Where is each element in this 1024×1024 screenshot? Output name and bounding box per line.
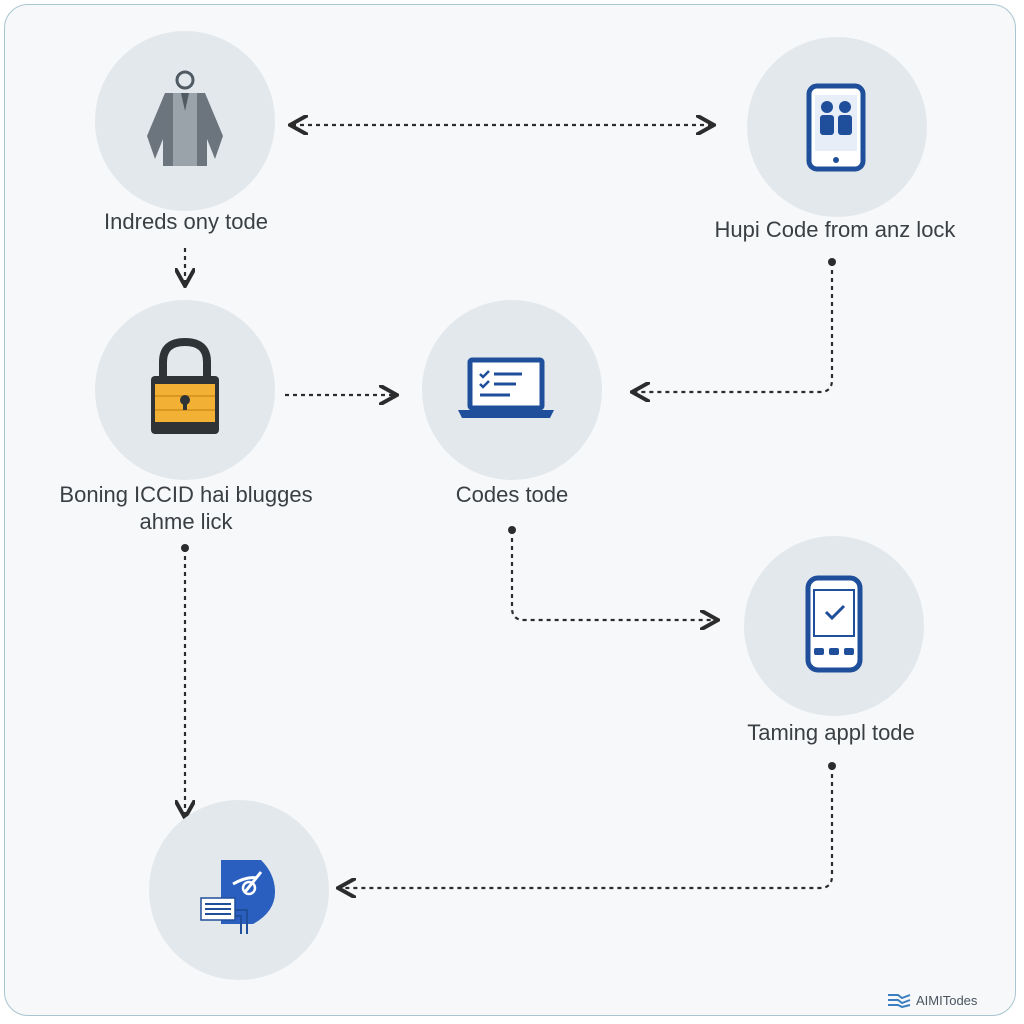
stacked-lines-logo-icon [888,994,911,1008]
connector-dot [828,762,836,770]
laptop-checklist-icon [458,357,554,418]
node-middle-left [95,300,275,480]
node-bottom-left [149,800,329,980]
phone-people-icon [806,83,866,172]
node-top-right [747,37,927,217]
brand-logo: AIMITodes [886,992,977,1008]
connector-topright-to-laptop [634,262,834,392]
padlock-icon [151,337,219,434]
node-middle-right [744,536,924,716]
node-top-left-label: Indreds ony tode [104,209,268,234]
node-center-label: Codes tode [455,482,569,507]
node-middle-left-label-line2: ahme lick [139,509,233,534]
node-middle-right-label: Taming appl tode [747,720,915,745]
brand-logo-text: AIMITodes [916,992,978,1008]
node-top-left [95,31,275,211]
connector-laptop-to-phone [510,530,716,620]
connector-dot [828,258,836,266]
connector-phone-to-bottom [340,766,834,888]
phone-check-icon [805,575,863,673]
node-center [422,300,602,480]
node-top-right-label: Hupi Code from anz lock [714,217,956,242]
node-middle-left-label-line1: Boning ICCID hai blugges [59,482,313,507]
document-shield-icon [200,860,275,934]
connector-dot [508,526,516,534]
person-silhouette-icon [147,70,223,166]
connector-dot [181,544,189,552]
